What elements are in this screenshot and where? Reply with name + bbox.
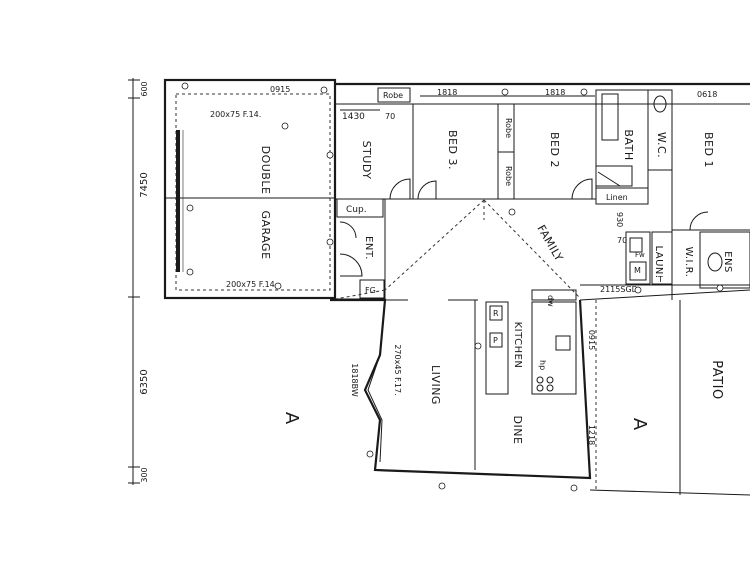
window-0618: 0618	[697, 90, 717, 99]
family-930: 930	[615, 212, 624, 227]
robe-lower: Robe	[504, 166, 513, 186]
point-markers	[181, 82, 724, 492]
study-walls	[334, 87, 414, 200]
window-0915-right: 0915	[587, 330, 596, 350]
patio-area	[579, 284, 750, 496]
section-marker-right: A	[629, 418, 650, 431]
hp-label: hp	[538, 360, 547, 370]
window-0915-top: 0915	[270, 85, 290, 94]
study-window-1430: 1430	[342, 112, 365, 122]
room-bed3-label: BED 3.	[446, 130, 459, 170]
m-label: M	[634, 266, 641, 275]
fg-label: FG	[365, 286, 376, 295]
t-label: T	[657, 275, 663, 284]
dim-300: 300	[140, 467, 149, 482]
room-bed1-label: BED 1	[702, 132, 715, 168]
room-kitchen-label: KITCHEN	[512, 322, 523, 369]
family-roof-lines	[329, 199, 581, 301]
room-double-label: DOUBLE	[259, 146, 272, 195]
room-wir-label: W.I.R.	[683, 247, 694, 278]
window-1218: 1218	[587, 425, 596, 445]
laundry-walls	[625, 231, 750, 289]
room-dine-label: DINE	[511, 416, 524, 445]
fw-label: Fw	[635, 251, 645, 259]
room-ens-label: ENS	[722, 251, 733, 273]
dw-label: dw	[546, 295, 555, 307]
room-bath-label: BATH	[622, 129, 635, 160]
dim-600: 600	[140, 81, 149, 96]
r-label: R	[493, 309, 499, 318]
room-bed2-label: BED 2	[548, 132, 561, 168]
p-label: P	[493, 336, 498, 345]
room-living-label: LIVING	[429, 365, 442, 405]
garage-lintel-bottom: 200x75 F.14.	[226, 280, 277, 289]
dim-7450: 7450	[139, 172, 150, 197]
linen-label: Linen	[606, 193, 628, 202]
study-robe: Robe	[383, 91, 403, 100]
left-dimension-line	[128, 78, 140, 485]
room-patio-label: PATIO	[709, 360, 724, 399]
living-walls	[330, 298, 592, 480]
beam-label: 270x45 F.17.	[393, 344, 402, 395]
window-2115sgd: 2115SGD	[600, 285, 638, 294]
window-1818-a: 1818	[437, 88, 457, 97]
family-70: 70	[617, 236, 627, 245]
window-1818bw: 1818BW	[350, 363, 359, 397]
room-garage-label: GARAGE	[259, 210, 272, 259]
kitchen-walls	[485, 289, 577, 395]
study-70: 70	[385, 112, 395, 121]
room-family-label: FAMILY	[534, 223, 565, 264]
garage-lintel-top: 200x75 F.14.	[210, 110, 261, 119]
window-1818-b: 1818	[545, 88, 565, 97]
cupboard-label: Cup.	[346, 205, 367, 215]
robe-upper: Robe	[504, 118, 513, 138]
room-ent-label: ENT.	[363, 236, 374, 260]
room-wc-label: W.C.	[655, 132, 668, 158]
room-study-label: STUDY	[360, 141, 373, 180]
dim-6350: 6350	[139, 369, 150, 394]
section-marker-left: A	[281, 412, 302, 425]
room-laun-label: LAUN.	[653, 245, 664, 278]
